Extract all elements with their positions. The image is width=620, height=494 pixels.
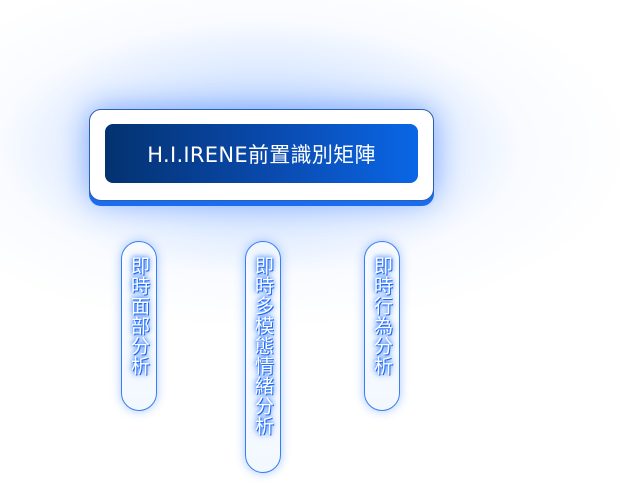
branch-label: 即時行為分析 bbox=[371, 256, 393, 376]
branch-node-facial: 即時面部分析 bbox=[121, 241, 157, 411]
branch-node-multimodal: 即時多模態情緒分析 bbox=[245, 241, 281, 473]
branch-label: 即時多模態情緒分析 bbox=[252, 256, 274, 436]
main-node: H.I.IRENE前置識別矩陣 bbox=[89, 109, 434, 201]
main-node-title: H.I.IRENE前置識別矩陣 bbox=[105, 124, 418, 183]
branch-label: 即時面部分析 bbox=[128, 256, 150, 376]
branch-node-behavior: 即時行為分析 bbox=[364, 241, 400, 411]
